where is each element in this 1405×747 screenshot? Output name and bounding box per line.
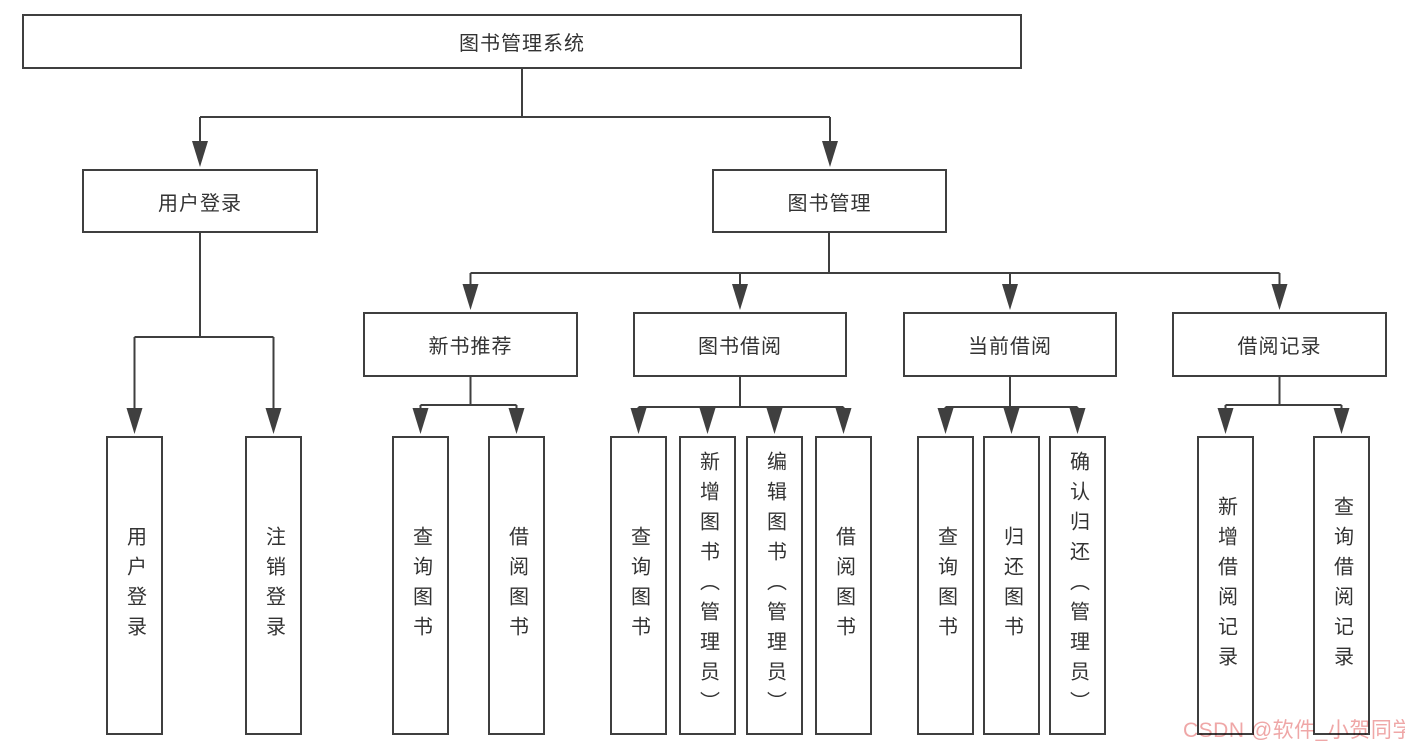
leaf-label: 确认归还（管理员） — [1066, 450, 1089, 721]
leaf-add-books-admin: 新增图书（管理员） — [679, 436, 736, 735]
leaf-label: 查询图书 — [934, 525, 957, 646]
leaf-label: 借阅图书 — [832, 525, 855, 646]
node-label: 图书管理系统 — [459, 33, 585, 55]
leaf-return-books: 归还图书 — [983, 436, 1040, 735]
leaf-label: 查询图书 — [627, 525, 650, 646]
leaf-label: 新增借阅记录 — [1214, 495, 1237, 676]
node-label: 用户登录 — [158, 192, 242, 215]
leaf-label: 用户登录 — [123, 525, 146, 646]
leaf-query-books-recommend: 查询图书 — [392, 436, 449, 735]
node-label: 图书借阅 — [698, 336, 782, 358]
leaf-confirm-return-admin: 确认归还（管理员） — [1049, 436, 1106, 735]
node-current-borrowing: 当前借阅 — [903, 312, 1117, 377]
csdn-watermark: CSDN @软件_小贺同学 — [1183, 719, 1405, 742]
leaf-label: 归还图书 — [1000, 525, 1023, 646]
node-root-system: 图书管理系统 — [22, 14, 1022, 69]
leaf-logout: 注销登录 — [245, 436, 302, 735]
node-new-book-recommend: 新书推荐 — [363, 312, 578, 377]
leaf-label: 新增图书（管理员） — [696, 450, 719, 721]
node-label: 借阅记录 — [1237, 336, 1322, 358]
leaf-label: 注销登录 — [262, 525, 285, 646]
leaf-borrow-books-recommend: 借阅图书 — [488, 436, 545, 735]
node-book-borrowing: 图书借阅 — [633, 312, 847, 377]
node-borrowing-records: 借阅记录 — [1172, 312, 1387, 377]
node-book-management-module: 图书管理 — [712, 169, 947, 233]
leaf-label: 查询图书 — [409, 525, 432, 646]
node-label: 图书管理 — [787, 192, 872, 215]
leaf-query-books-borrow: 查询图书 — [610, 436, 667, 735]
leaf-label: 借阅图书 — [505, 525, 528, 646]
leaf-label: 查询借阅记录 — [1330, 495, 1353, 676]
leaf-query-books-current: 查询图书 — [917, 436, 974, 735]
leaf-query-borrow-record: 查询借阅记录 — [1313, 436, 1370, 735]
node-user-login-module: 用户登录 — [82, 169, 318, 233]
leaf-borrow-books: 借阅图书 — [815, 436, 872, 735]
leaf-edit-books-admin: 编辑图书（管理员） — [746, 436, 803, 735]
node-label: 新书推荐 — [428, 336, 513, 358]
leaf-add-borrow-record: 新增借阅记录 — [1197, 436, 1254, 735]
node-label: 当前借阅 — [968, 336, 1052, 358]
leaf-label: 编辑图书（管理员） — [763, 450, 786, 721]
leaf-user-login: 用户登录 — [106, 436, 163, 735]
